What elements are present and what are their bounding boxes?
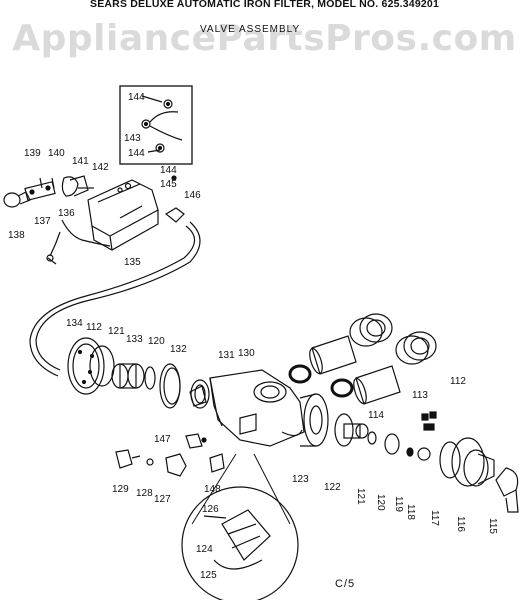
timer-housing	[46, 179, 159, 265]
adapter-129	[115, 449, 141, 469]
coupling-116	[451, 437, 495, 487]
label-138: 138	[8, 230, 25, 241]
nut-119-118	[406, 411, 437, 461]
label-141: 141	[72, 156, 89, 167]
label-115: 115	[487, 518, 498, 534]
washer-114	[288, 364, 354, 398]
label-120b: 120	[375, 494, 386, 511]
label-117: 117	[429, 510, 440, 526]
valve-body-130	[209, 369, 329, 447]
label-118: 118	[405, 504, 416, 520]
washer-121	[367, 431, 377, 445]
elbow-115	[495, 467, 519, 513]
inset-box-144	[119, 85, 193, 165]
label-121b: 121	[355, 488, 366, 505]
label-114: 114	[368, 410, 384, 421]
label-142: 142	[92, 162, 109, 173]
adapter-122	[334, 413, 369, 447]
label-144a: 144	[128, 92, 145, 103]
parts-144-145	[117, 175, 177, 193]
label-126: 126	[202, 504, 219, 515]
diagram-title: SEARS DELUXE AUTOMATIC IRON FILTER, MODE…	[89, 0, 439, 10]
cap-112	[349, 313, 437, 365]
label-148: 148	[204, 484, 221, 495]
footer-code: C/5	[335, 578, 356, 590]
nut-148	[209, 453, 225, 473]
label-116: 116	[455, 516, 466, 532]
knob-138	[3, 191, 31, 208]
label-143: 143	[124, 133, 141, 144]
piston-131	[189, 385, 207, 407]
diagram-subtitle: VALVE ASSEMBLY	[200, 24, 301, 35]
label-112b: 112	[86, 322, 102, 333]
label-139: 139	[24, 148, 41, 159]
label-113: 113	[412, 390, 428, 401]
watermark: AppliancePartsPros.com	[12, 18, 517, 59]
label-121a: 121	[108, 326, 125, 337]
label-145: 145	[160, 179, 177, 190]
label-131: 131	[218, 350, 235, 361]
label-146: 146	[184, 190, 201, 201]
label-130: 130	[238, 348, 255, 359]
part-numbers: 144 143 144 139 140 141 142 144 145 146 …	[8, 92, 498, 581]
gear-146	[164, 207, 185, 223]
washer-128	[146, 458, 154, 466]
o-ring-112	[89, 345, 115, 387]
label-128: 128	[136, 488, 153, 499]
label-147: 147	[154, 434, 171, 445]
label-136: 136	[58, 208, 75, 219]
label-123: 123	[292, 474, 309, 485]
cartridge-113	[309, 335, 401, 405]
label-134: 134	[66, 318, 83, 329]
drain-hose	[35, 221, 201, 371]
label-144c: 144	[160, 165, 177, 176]
clip-120	[384, 433, 400, 455]
cam-121	[111, 363, 145, 389]
label-140: 140	[48, 148, 65, 159]
motor-parts-139-141	[24, 175, 94, 201]
label-137: 137	[34, 216, 51, 227]
label-144b: 144	[128, 148, 145, 159]
label-120a: 120	[148, 336, 165, 347]
o-ring-117	[439, 441, 461, 479]
label-119: 119	[393, 496, 404, 512]
elbow-127	[165, 453, 187, 477]
label-132: 132	[170, 344, 187, 355]
gear-120	[159, 363, 181, 409]
label-125: 125	[200, 570, 217, 581]
spacer-133	[144, 366, 156, 390]
label-135: 135	[124, 257, 141, 268]
label-122: 122	[324, 482, 341, 493]
label-127: 127	[154, 494, 171, 505]
detail-circle-124	[181, 486, 299, 600]
label-112: 112	[450, 376, 466, 387]
label-133: 133	[126, 334, 143, 345]
label-124: 124	[196, 544, 213, 555]
label-129: 129	[112, 484, 129, 495]
fitting-147	[185, 433, 207, 449]
